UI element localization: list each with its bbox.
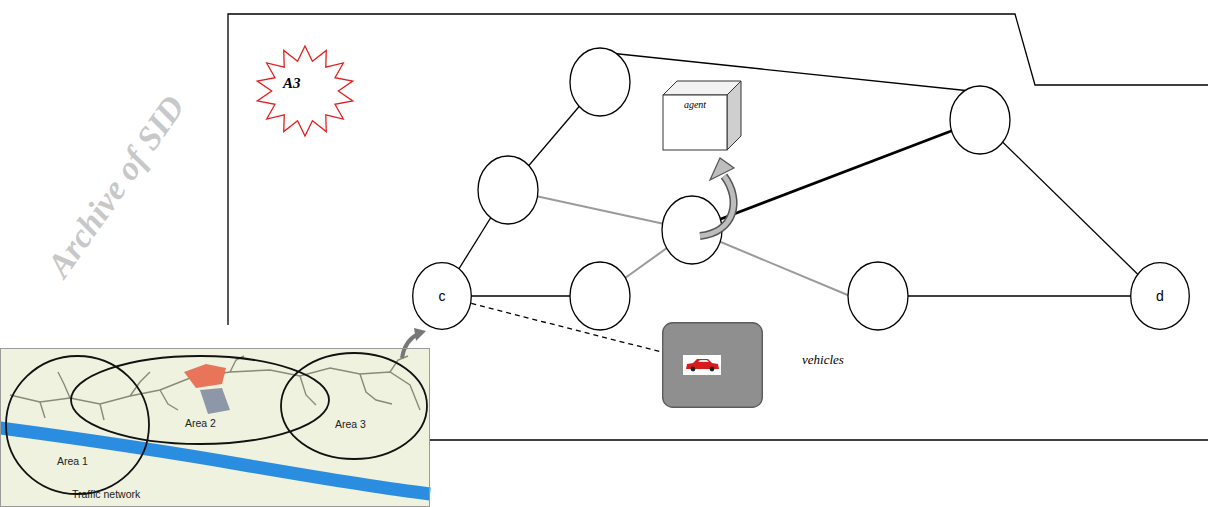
starburst-outline [257,46,353,136]
node-circle [413,263,472,330]
graph-link [600,52,980,92]
car-wheel [691,367,696,372]
graph-circle [570,48,630,116]
curved-arrow-body [700,176,734,236]
node-text: agent [684,99,706,111]
area-ellipse: Area 1 [5,355,150,495]
graph-links [442,52,1160,296]
box-side-face [727,81,741,150]
road [58,372,70,398]
graph-circle [848,262,908,330]
graph-node: c [412,262,472,330]
graph-circle [950,86,1010,154]
node-text: d [1156,288,1164,304]
traffic-map-panel: Traffic networkArea 1Area 2Area 3 [0,348,430,507]
area-outline [281,353,427,459]
road [300,376,316,405]
graph-circle [478,156,538,224]
graph-link [980,120,1160,296]
agent-box: agent [663,95,727,150]
node-text: vehicles [802,353,844,368]
area-ellipse: Area 3 [280,352,428,460]
area-ellipse-outline [280,352,428,460]
vehicles-box: vehicles [662,322,872,408]
map-ground [0,348,430,507]
car-icon [686,359,719,369]
area-outline [6,356,149,494]
starburst-area-outline [255,45,355,137]
car-window [698,360,709,362]
road [360,374,392,404]
map-border [1,349,430,507]
road [40,402,45,418]
map-arrow-head [414,328,426,341]
starburst-area: A3 [255,45,355,137]
car-icon-ground [683,355,721,375]
curved-arrow-body [700,176,734,236]
traffic-map [0,328,430,507]
watermark: Archive of SID [40,89,192,284]
road [160,390,178,410]
curved-arrow-head [710,158,734,180]
box-front-face [663,95,727,150]
vehicles-box-outline [663,323,763,408]
graph-circle [570,262,630,330]
area-ellipse: Area 2 [70,355,330,445]
curved-arrow [700,158,734,236]
river [0,428,430,494]
node-text: Area 1 [57,455,88,467]
area-ellipse-outline [5,355,150,495]
road [100,404,104,420]
district-grey [200,388,230,414]
graph-circles [478,48,1010,330]
node-text: c [439,288,446,304]
node-circle [1131,263,1190,330]
district-orange [184,364,226,388]
frame-line [430,439,1208,440]
area-ellipse-outline [70,355,330,445]
roads [10,356,420,420]
dashed-connector [471,303,662,352]
frame-line [228,14,1208,325]
graph-node: d [1130,262,1190,330]
node-text: A3 [283,75,301,92]
node-text: Area 2 [185,417,216,429]
car-wheel [710,367,715,372]
graph-link [878,295,1160,296]
node-text: Area 3 [335,418,366,430]
